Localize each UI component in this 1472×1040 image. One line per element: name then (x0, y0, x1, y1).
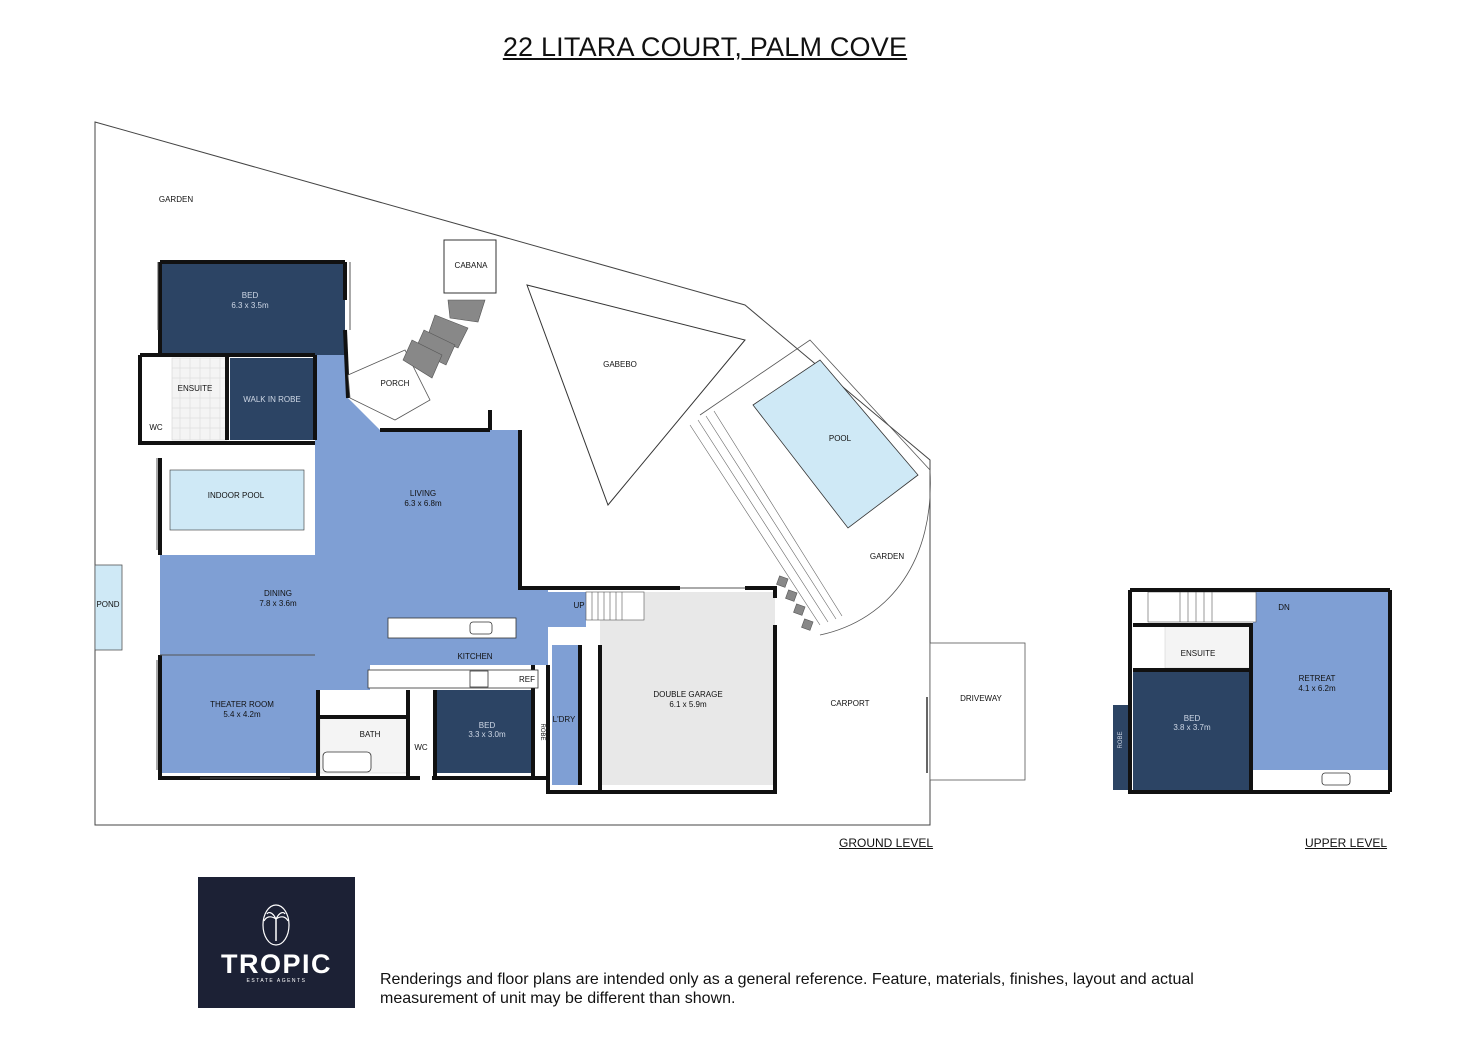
garage-label: DOUBLE GARAGE (653, 690, 722, 699)
living-dim: 6.3 x 6.8m (404, 499, 442, 508)
bed2-room (435, 690, 533, 773)
bath-label: BATH (360, 730, 381, 739)
upper-ensuite-label: ENSUITE (1181, 649, 1216, 658)
theater-room (160, 655, 318, 773)
pond-label: POND (96, 600, 119, 609)
ensuite-grid (172, 358, 227, 440)
bed2-dim: 3.3 x 3.0m (468, 730, 506, 739)
upper-walls (1128, 588, 1392, 794)
laundry-room (552, 645, 580, 785)
upper-bed (1133, 672, 1251, 790)
upper-level-label: UPPER LEVEL (1305, 836, 1388, 850)
porch-label: PORCH (381, 379, 410, 388)
glazing (156, 262, 745, 779)
garage-floor (600, 592, 775, 785)
main-bed-dim: 6.3 x 3.5m (231, 301, 269, 310)
pool-label: POOL (829, 434, 852, 443)
indoor-pool-water (169, 469, 305, 531)
page-title: 22 LITARA COURT, PALM COVE (502, 32, 908, 62)
driveway-label: DRIVEWAY (960, 694, 1002, 703)
logo-subtitle: ESTATE AGENTS (246, 978, 307, 984)
kitchen-sink (469, 621, 493, 635)
indoor-pool-label: INDOOR POOL (208, 491, 265, 500)
ref-label: REF (519, 675, 535, 684)
upper-retreat (1253, 592, 1388, 770)
theater-dim: 5.4 x 4.2m (223, 710, 261, 719)
ground-level-label: GROUND LEVEL (839, 836, 934, 850)
main-bed-label: BED (242, 291, 259, 300)
upper-retreat-dim: 4.1 x 6.2m (1298, 684, 1336, 693)
ground-stairs (585, 591, 645, 621)
dining-dim: 7.8 x 3.6m (259, 599, 297, 608)
upper-dn-label: DN (1278, 603, 1290, 612)
cooktop (469, 670, 489, 688)
wc-label: WC (149, 423, 163, 432)
gabebo-triangle (526, 284, 746, 506)
upper-bed-dim: 3.8 x 3.7m (1173, 723, 1211, 732)
living-label: LIVING (410, 489, 436, 498)
kitchen-label: KITCHEN (457, 652, 492, 661)
dining-label: DINING (264, 589, 292, 598)
bathtub (322, 751, 372, 773)
laundry-label: L'DRY (553, 715, 576, 724)
garden-right-label: GARDEN (870, 552, 904, 561)
walk-in-robe (230, 358, 315, 440)
theater-label: THEATER ROOM (210, 700, 274, 709)
main-bedroom (162, 262, 345, 355)
cabana (443, 239, 497, 294)
upper-stairs (1147, 591, 1257, 623)
kitchen-bench (367, 669, 539, 689)
kitchen-island (387, 617, 517, 639)
ensuite-tiles (171, 357, 228, 441)
carport-label: CARPORT (831, 699, 870, 708)
upper-ensuite (1164, 624, 1251, 669)
pool-water (752, 359, 919, 529)
cabana-label: CABANA (455, 261, 489, 270)
palm-tree-icon (262, 904, 290, 946)
driveway (929, 642, 1026, 781)
wc2-label: WC (414, 743, 428, 752)
upper-robe (1113, 705, 1131, 790)
up-label: UP (573, 601, 584, 610)
upper-vanity (1321, 772, 1351, 786)
pool-deck-curve (699, 339, 931, 636)
porch (347, 349, 431, 421)
upper-retreat-label: RETREAT (1299, 674, 1336, 683)
upper-robe-label: ROBE (1118, 731, 1124, 748)
stepping-stones (402, 299, 814, 631)
pond (94, 564, 123, 651)
stair-landing (548, 592, 586, 627)
robe-label: ROBE (539, 723, 545, 740)
gabebo-label: GABEBO (603, 360, 637, 369)
garden-top-label: GARDEN (159, 195, 193, 204)
tropic-logo: TROPIC ESTATE AGENTS (198, 877, 355, 1008)
ensuite-label: ENSUITE (178, 384, 213, 393)
walk-in-robe-label: WALK IN ROBE (243, 395, 301, 404)
walls (138, 260, 777, 794)
garage-dim: 6.1 x 5.9m (669, 700, 707, 709)
site-boundary (94, 121, 931, 826)
disclaimer-text: Renderings and floor plans are intended … (380, 971, 1194, 1007)
bed2-label: BED (479, 721, 496, 730)
logo-name: TROPIC (220, 949, 332, 979)
upper-bed-label: BED (1184, 714, 1201, 723)
pool-steps (689, 410, 843, 626)
